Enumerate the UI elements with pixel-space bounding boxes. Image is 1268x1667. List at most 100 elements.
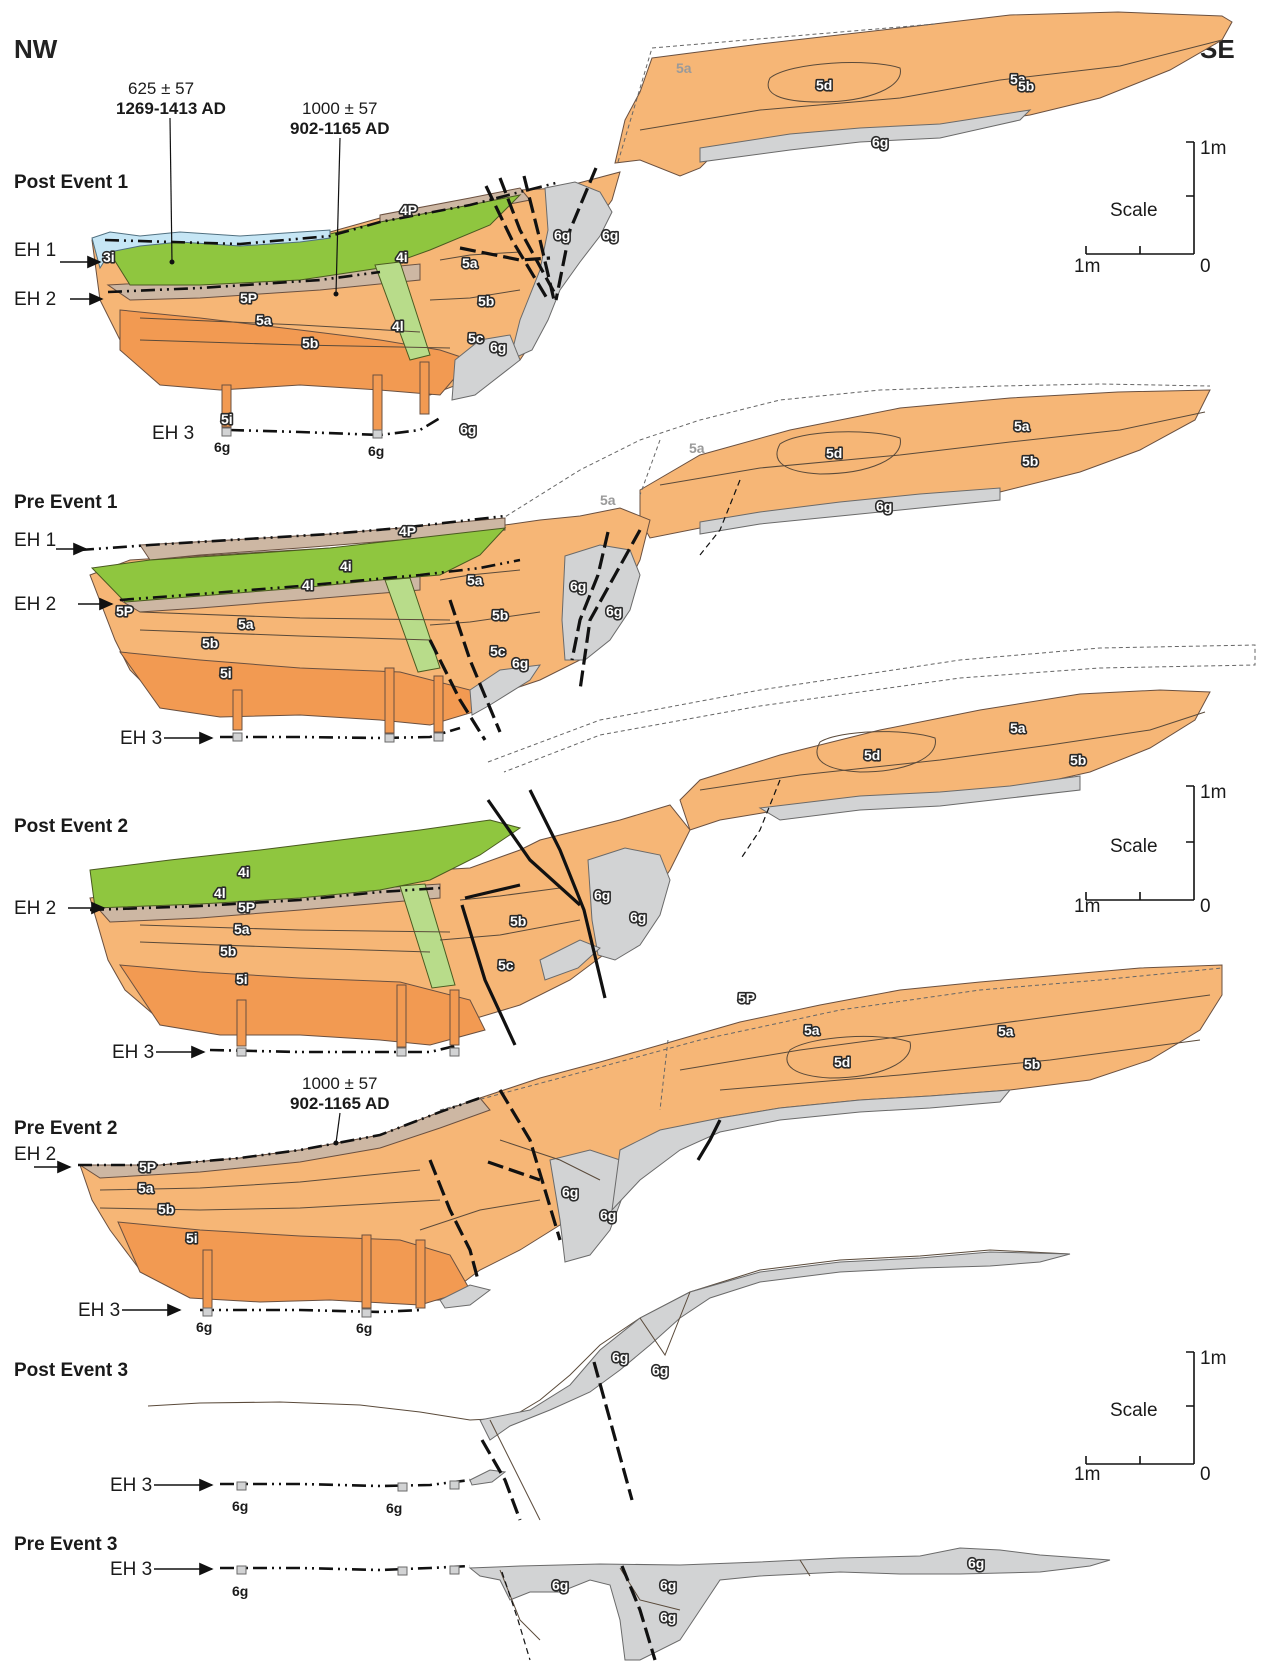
unit-label: 6g: [660, 1609, 676, 1625]
eh2-label: EH 2: [14, 1144, 56, 1165]
unit-label: 5a: [1014, 418, 1030, 434]
unit-label: 5a: [256, 312, 272, 328]
unit-label: 5b: [220, 943, 236, 959]
unit-label: 6g: [602, 227, 618, 243]
nw-label: NW: [14, 34, 58, 64]
unit-label: 5a: [467, 572, 483, 588]
pier: [373, 375, 382, 430]
unit-label: 5c: [468, 330, 484, 346]
unit-label: 5b: [1022, 453, 1038, 469]
eh2-label: EH 2: [14, 289, 56, 310]
unit-label: 6g: [600, 1207, 616, 1223]
unit-label: 5a: [998, 1023, 1014, 1039]
unit-label: 5P: [240, 290, 257, 306]
date2-calendar: 902-1165 AD: [290, 119, 390, 138]
unit-label: 5P: [116, 603, 133, 619]
pier: [385, 668, 394, 733]
date2-sample-point: [334, 292, 339, 297]
panel-title: Post Event 1: [14, 172, 128, 193]
eh3-horizon: [220, 1566, 470, 1570]
6g-block: [237, 1482, 246, 1490]
unit-label: 6g: [356, 1320, 372, 1336]
unit-label: 6g: [232, 1583, 248, 1599]
unit-label: 5d: [864, 747, 880, 763]
eh2-label: EH 2: [14, 898, 56, 919]
pier: [434, 676, 443, 732]
eh1-label: EH 1: [14, 530, 56, 551]
unit-label: 5d: [816, 77, 832, 93]
eh3-horizon: [210, 1046, 455, 1052]
scale-left-label: 1m: [1074, 896, 1100, 917]
6g-block: [434, 733, 443, 741]
scale-left-label: 1m: [1074, 1464, 1100, 1485]
unit-label: 6g: [968, 1555, 984, 1571]
6g-block: [233, 733, 242, 741]
panel-title: Pre Event 1: [14, 492, 118, 513]
scale-label: Scale: [1110, 836, 1158, 857]
pier: [450, 990, 459, 1045]
6g-block: [397, 1048, 406, 1056]
unit-label: 4i: [340, 558, 352, 574]
pier: [420, 362, 429, 414]
unit-label: 6g: [594, 887, 610, 903]
panel-title: Pre Event 2: [14, 1118, 118, 1139]
unit-label: 6g: [630, 909, 646, 925]
unit-label: 4l: [214, 885, 226, 901]
unit-label: 6g: [214, 439, 230, 455]
unit-label: 6g: [876, 498, 892, 514]
unit-label-5a-ghost: 5a: [600, 492, 616, 508]
unit-6g-slope: [480, 1252, 1070, 1440]
unit-label: 6g: [490, 339, 506, 355]
6g-block: [373, 430, 382, 438]
unit-label: 5i: [221, 411, 233, 427]
eh3-horizon: [230, 418, 440, 435]
unit-label: 6g: [386, 1500, 402, 1516]
panel-title: Post Event 2: [14, 816, 128, 837]
unit-label: 5P: [139, 1159, 156, 1175]
unit-label: 5P: [738, 990, 755, 1006]
unit-label: 5b: [202, 635, 218, 651]
eh3-horizon: [220, 1480, 470, 1486]
6g-block: [203, 1308, 212, 1316]
unit-label: 6g: [196, 1319, 212, 1335]
6g-block: [222, 428, 231, 436]
6g-block: [398, 1567, 407, 1575]
unit-label: 6g: [554, 227, 570, 243]
panel-title: Pre Event 3: [14, 1534, 118, 1555]
scale-bar-1: 1m Scale 1m 0: [1074, 138, 1226, 277]
6g-block: [362, 1309, 371, 1317]
pier: [203, 1250, 212, 1308]
pier: [397, 985, 406, 1047]
unit-label: 6g: [562, 1184, 578, 1200]
unit-label: 4l: [392, 318, 404, 334]
scale-zero-label: 0: [1200, 1464, 1211, 1485]
eh3-label: EH 3: [110, 1559, 152, 1580]
unit-label: 6g: [512, 655, 528, 671]
date1-radiocarbon: 625 ± 57: [128, 79, 194, 98]
unit-label: 4i: [238, 864, 250, 880]
unit-label: 6g: [606, 603, 622, 619]
date2-calendar: 902-1165 AD: [290, 1094, 390, 1113]
unit-5-upper-block: [640, 390, 1210, 538]
eh3-label: EH 3: [78, 1300, 120, 1321]
unit-label: 5i: [186, 1230, 198, 1246]
unit-label: 5b: [1070, 752, 1086, 768]
scale-zero-label: 0: [1200, 256, 1211, 277]
unit-label: 5c: [490, 643, 506, 659]
unit-label: 6g: [652, 1362, 668, 1378]
6g-block: [450, 1566, 459, 1574]
unit-label-5a-ghost: 5a: [676, 60, 692, 76]
date1-calendar: 1269-1413 AD: [116, 99, 226, 118]
unit-label: 5b: [1018, 78, 1034, 94]
eh3-label: EH 3: [152, 423, 194, 444]
unit-label: 5d: [826, 445, 842, 461]
eh1-label: EH 1: [14, 240, 56, 261]
date2-leader: [336, 1113, 340, 1143]
unit-label: 5b: [302, 335, 318, 351]
unit-label: 5a: [1010, 720, 1026, 736]
pier: [237, 1000, 246, 1046]
scale-label: Scale: [1110, 1400, 1158, 1421]
scale-top-label: 1m: [1200, 782, 1226, 803]
6g-block: [398, 1483, 407, 1491]
unit-label: 6g: [460, 421, 476, 437]
